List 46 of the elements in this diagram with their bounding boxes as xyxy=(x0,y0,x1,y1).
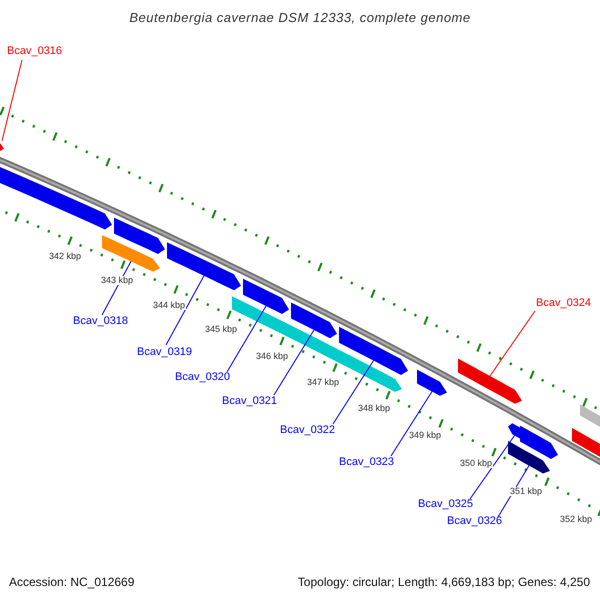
scale-label: 350 kbp xyxy=(459,459,494,468)
leader-line xyxy=(2,60,22,142)
leader-line xyxy=(390,391,432,456)
scale-label: 344 kbp xyxy=(152,301,186,310)
leader-line xyxy=(102,260,132,316)
scale-label: 346 kbp xyxy=(255,352,290,361)
gene-label: Bcav_0316 xyxy=(7,46,62,57)
gene-label: Bcav_0320 xyxy=(175,372,230,383)
gene-block xyxy=(417,370,447,396)
leader-line xyxy=(490,310,536,376)
gene-block xyxy=(520,426,558,459)
scale-label: 345 kbp xyxy=(204,325,238,334)
title: Beutenbergia cavernae DSM 12333, complete genome xyxy=(128,11,472,24)
genome-info-text: Topology: circular; Length: 4,669,183 bp; Genes: 4,250 xyxy=(298,576,590,588)
leader-line xyxy=(226,306,266,372)
gene-block xyxy=(458,358,522,404)
leader-line xyxy=(166,275,204,346)
gene-block xyxy=(167,242,241,290)
gene-label: Bcav_0319 xyxy=(137,347,192,358)
scale-label: 343 kbp xyxy=(100,276,134,285)
leader-line xyxy=(274,330,314,396)
scale-label: 351 kbp xyxy=(509,487,544,496)
gene-block xyxy=(580,404,600,427)
scale-label: 348 kbp xyxy=(357,404,392,413)
gene-block xyxy=(572,428,600,457)
scale-label: 352 kbp xyxy=(559,515,594,524)
scale-label: 349 kbp xyxy=(408,431,442,440)
gene-block xyxy=(243,278,289,314)
gene-label: Bcav_0322 xyxy=(280,425,336,436)
gene-block xyxy=(508,423,521,440)
gene-label: Bcav_0326 xyxy=(447,516,502,527)
gene-label: Bcav_0321 xyxy=(222,396,278,407)
gene-block xyxy=(339,326,408,375)
gene-block xyxy=(291,302,337,338)
gene-label: Bcav_0318 xyxy=(73,316,128,327)
scale-label: 342 kbp xyxy=(48,252,82,261)
leader-line xyxy=(332,360,374,424)
leader-line xyxy=(470,435,515,500)
accession-text: Accession: NC_012669 xyxy=(9,576,134,588)
gene-block xyxy=(102,235,160,272)
gene-block xyxy=(114,218,165,254)
gene-label: Bcav_0325 xyxy=(418,499,474,510)
gene-block xyxy=(508,440,550,474)
scale-label: 347 kbp xyxy=(306,378,340,387)
gene-label: Bcav_0324 xyxy=(536,298,592,309)
gene-label: Bcav_0323 xyxy=(339,457,394,468)
